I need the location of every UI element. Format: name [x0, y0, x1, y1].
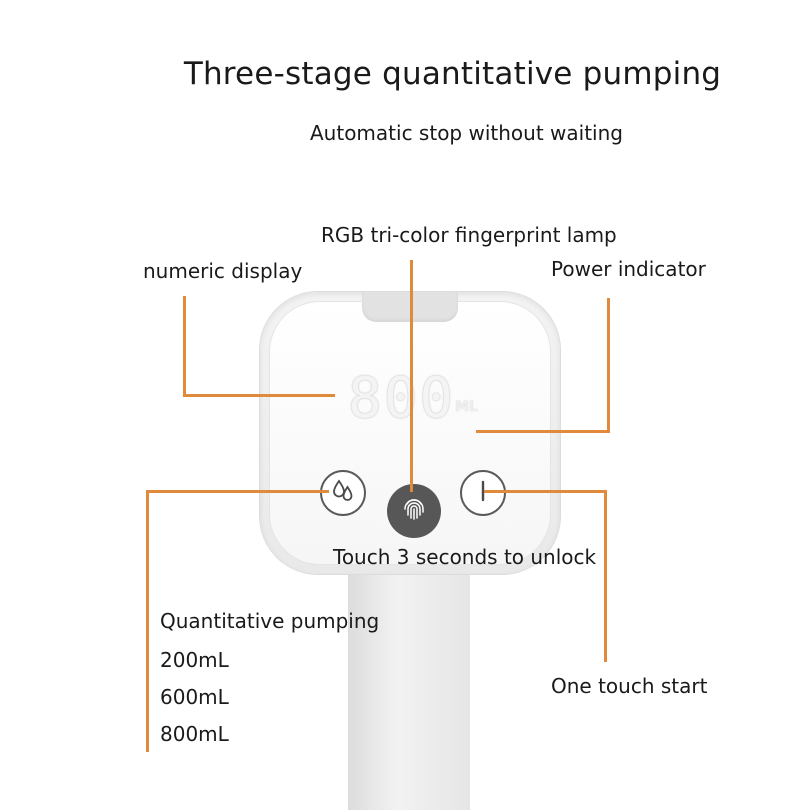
device-handle: [348, 540, 470, 810]
leader-line-numeric-display: [183, 296, 186, 397]
label-fingerprint-lamp: RGB tri-color fingerprint lamp: [321, 223, 617, 247]
numeric-display-value: 800: [348, 366, 456, 431]
volume-option: 800mL: [160, 722, 229, 746]
label-power-indicator: Power indicator: [551, 257, 706, 281]
page-title: Three-stage quantitative pumping: [183, 56, 722, 92]
label-numeric-display: numeric display: [143, 259, 303, 283]
label-one-touch-start: One touch start: [551, 674, 708, 698]
numeric-display-unit: ML: [455, 399, 478, 415]
water-drop-icon: [330, 478, 356, 508]
leader-line-numeric-display-h: [183, 394, 335, 397]
quantitative-pump-button[interactable]: [320, 470, 366, 516]
leader-line-quantitative-v: [146, 490, 149, 752]
volume-option: 600mL: [160, 685, 229, 709]
page-subtitle: Automatic stop without waiting: [310, 121, 623, 145]
leader-line-one-touch-h: [484, 490, 607, 493]
leader-line-one-touch-v: [604, 490, 607, 662]
leader-line-quantitative-h: [146, 490, 329, 493]
leader-line-fingerprint: [410, 260, 413, 492]
label-unlock: Touch 3 seconds to unlock: [333, 545, 597, 569]
fingerprint-unlock-button[interactable]: [387, 484, 441, 538]
label-quantitative-pumping: Quantitative pumping: [160, 609, 380, 633]
leader-line-power-indicator: [607, 298, 610, 433]
power-icon: [473, 479, 493, 507]
fingerprint-icon: [399, 494, 429, 528]
power-start-button[interactable]: [460, 470, 506, 516]
volume-option: 200mL: [160, 648, 229, 672]
leader-line-power-indicator-h: [476, 430, 610, 433]
